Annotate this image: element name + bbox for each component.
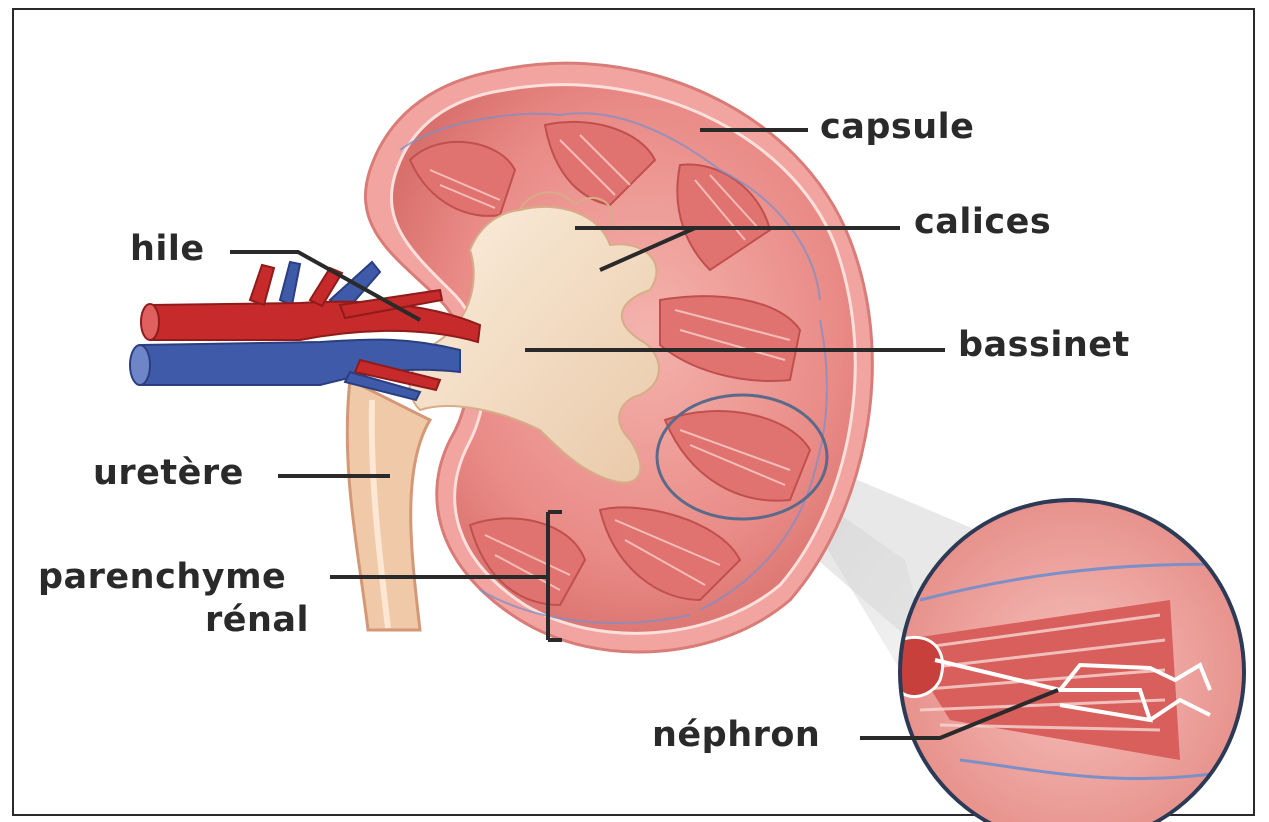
label-capsule: capsule: [820, 110, 974, 145]
label-nephron: néphron: [652, 718, 820, 753]
label-bassinet: bassinet: [958, 328, 1130, 363]
label-calices: calices: [914, 205, 1051, 240]
label-hile: hile: [130, 232, 205, 267]
label-parenchyme: parenchyme: [38, 560, 286, 595]
ureter: [347, 380, 430, 630]
label-renal: rénal: [205, 603, 309, 638]
label-uretere: uretère: [93, 456, 244, 491]
